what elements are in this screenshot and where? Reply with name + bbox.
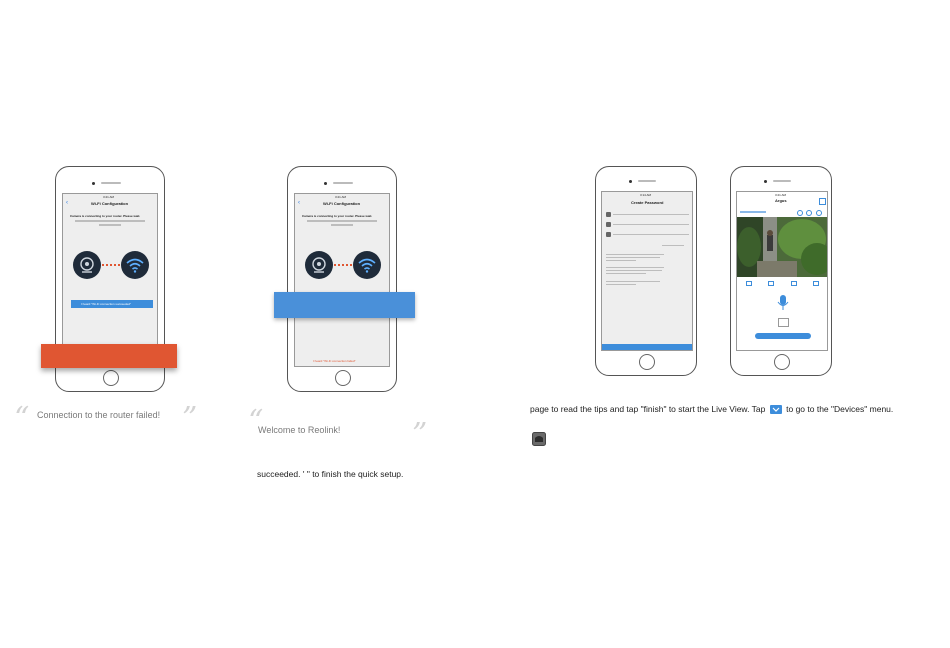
wifi-icon (358, 258, 376, 273)
devices-icon[interactable] (819, 198, 826, 205)
earpiece-speaker (101, 182, 121, 184)
settings-icon[interactable] (797, 210, 803, 216)
home-button (103, 370, 119, 386)
nav-title: Argus (775, 198, 787, 203)
home-button (774, 354, 790, 370)
nav-title: Wi-Fi Configuration (91, 201, 129, 206)
status-time: 3:21 AM (335, 195, 347, 199)
tip-line (606, 273, 646, 274)
info-icon[interactable] (806, 210, 812, 216)
connecting-heading: Camera is connecting to your router. Ple… (302, 214, 373, 218)
close-quote-mark: ” (412, 417, 428, 452)
tip-line (606, 270, 662, 271)
wifi-icon (126, 258, 144, 273)
home-button (335, 370, 351, 386)
connection-dots (102, 264, 120, 266)
gallery-icon[interactable] (778, 318, 789, 327)
tip-line (606, 281, 660, 282)
lock-icon (606, 212, 611, 217)
earpiece-speaker (638, 180, 656, 182)
orange-banner (41, 344, 177, 368)
camera-device-icon (532, 432, 546, 446)
password-field[interactable] (613, 224, 689, 225)
phone-mockup-3: 3:14 AM Create Password (595, 166, 697, 376)
succeeded-text: succeeded. ' " to finish the quick setup… (257, 469, 404, 479)
tip-line (606, 254, 664, 255)
connecting-heading: Camera is connecting to your router. Ple… (70, 214, 141, 218)
fullscreen-icon[interactable] (816, 210, 822, 216)
nav-title: Create Password (631, 200, 664, 205)
front-camera (764, 180, 767, 183)
front-camera (92, 182, 95, 185)
nav-title: Wi-Fi Configuration (323, 201, 361, 206)
playback-icon[interactable] (791, 281, 797, 286)
more-icon[interactable] (813, 281, 819, 286)
close-quote-mark: ” (182, 401, 198, 436)
heard-failed-link[interactable]: I heard "Wi-Fi connection failed" (313, 359, 356, 363)
status-time: 3:14 AM (640, 193, 652, 197)
welcome-quote-text: Welcome to Reolink! (258, 425, 341, 435)
status-time: 3:21 AM (775, 193, 787, 197)
phone-mockup-2: 3:21 AM ‹ Wi-Fi Configuration Camera is … (287, 166, 397, 392)
hint-line (331, 224, 353, 226)
tip-line (606, 260, 636, 261)
hint-line (75, 220, 145, 222)
camera-icon (80, 257, 94, 273)
live-view-text-before: page to read the tips and tap "finish" t… (530, 404, 766, 414)
live-view-video (737, 217, 827, 277)
tip-line (606, 284, 636, 285)
hint-line (307, 220, 377, 222)
snapshot-icon[interactable] (746, 281, 752, 286)
hint-line (99, 224, 121, 226)
lock-icon (606, 232, 611, 237)
tip-line (662, 245, 684, 246)
phone-screen-4: 3:21 AM Argus (736, 191, 828, 351)
tip-line (606, 267, 664, 268)
earpiece-speaker (333, 182, 353, 184)
create-password-button[interactable] (602, 344, 692, 350)
phone-screen-1: 3:21 AM ‹ Wi-Fi Configuration Camera is … (62, 193, 158, 367)
camera-circle (305, 251, 333, 279)
router-circle (121, 251, 149, 279)
heard-succeeded-button[interactable]: I heard "Wi-Fi connection succeeded" (71, 300, 153, 308)
earpiece-speaker (773, 180, 791, 182)
lock-icon (606, 222, 611, 227)
live-toolbar (739, 210, 827, 216)
live-view-instruction: page to read the tips and tap "finish" t… (530, 404, 893, 414)
finish-button[interactable] (755, 333, 811, 339)
password-field[interactable] (613, 214, 689, 215)
phone-mockup-4: 3:21 AM Argus (730, 166, 832, 376)
microphone-icon[interactable] (777, 295, 789, 311)
front-camera (629, 180, 632, 183)
open-quote-mark: “ (14, 401, 30, 436)
camera-icon (312, 257, 326, 273)
blue-banner (274, 292, 415, 318)
failed-quote-text: Connection to the router failed! (37, 410, 161, 420)
back-chevron-icon[interactable]: ‹ (66, 200, 68, 206)
tip-line (606, 257, 660, 258)
open-quote-mark: “ (248, 404, 264, 439)
devices-inline-icon (769, 405, 782, 414)
front-camera (324, 182, 327, 185)
quality-label[interactable] (740, 211, 766, 213)
live-view-text-after: to go to the "Devices" menu. (786, 404, 894, 414)
record-icon[interactable] (768, 281, 774, 286)
camera-circle (73, 251, 101, 279)
status-time: 3:21 AM (103, 195, 115, 199)
password-field[interactable] (613, 234, 689, 235)
connection-dots (334, 264, 352, 266)
home-button (639, 354, 655, 370)
phone-screen-2: 3:21 AM ‹ Wi-Fi Configuration Camera is … (294, 193, 390, 367)
phone-screen-3: 3:14 AM Create Password (601, 191, 693, 351)
back-chevron-icon[interactable]: ‹ (298, 200, 300, 206)
router-circle (353, 251, 381, 279)
